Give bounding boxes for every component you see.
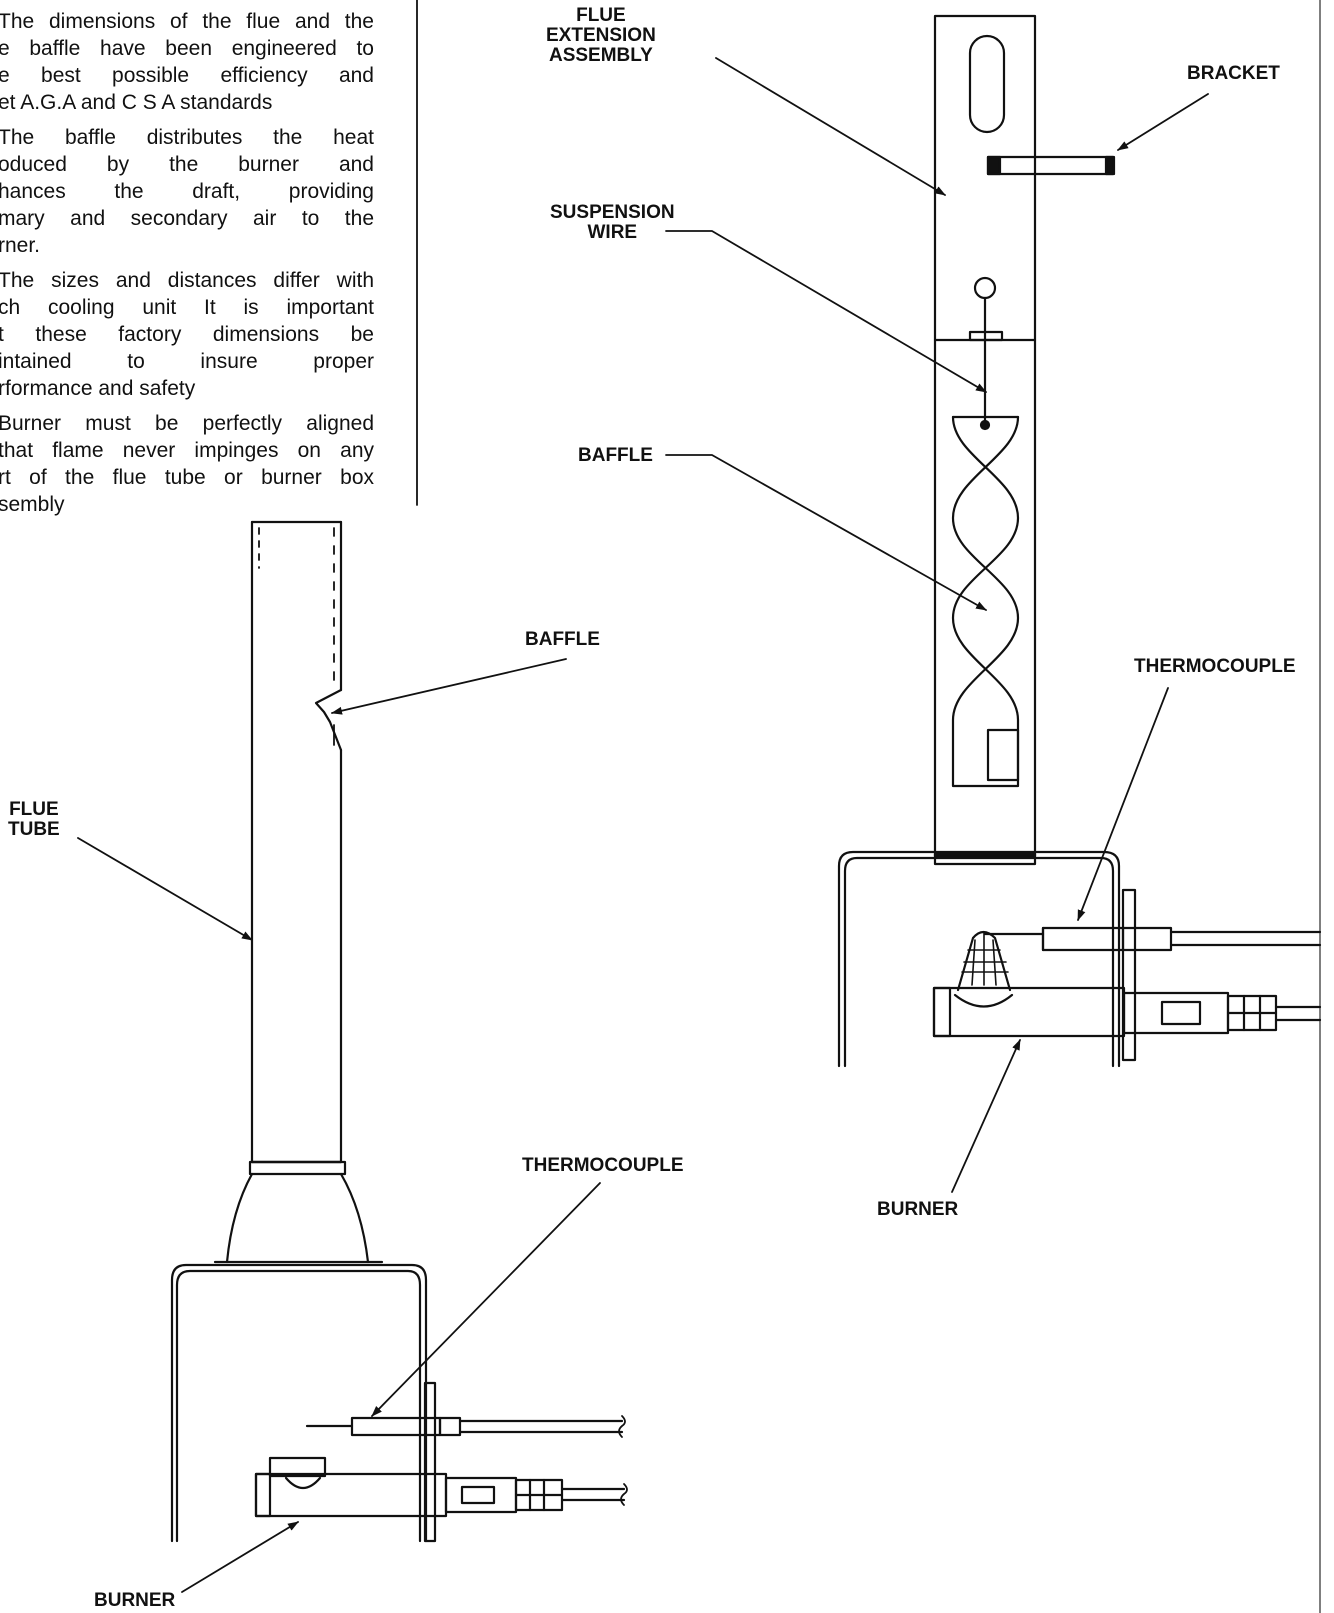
text-line: rformance and safety (0, 377, 196, 400)
label-left-flue-tube: FLUE TUBE (8, 800, 60, 840)
label-line: SUSPENSION (550, 202, 675, 223)
text-line: The sizes and distances differ with (0, 269, 374, 292)
label-right-bracket: BRACKET (1187, 63, 1280, 84)
right-bracket (986, 155, 1116, 176)
label-line: FLUE (576, 5, 626, 26)
text-line: e best possible efficiency and (0, 64, 374, 87)
leader-left-thermocouple (371, 1182, 601, 1417)
text-line: The dimensions of the flue and the (0, 10, 374, 33)
left-thermocouple (305, 1381, 626, 1543)
text-line: intained to insure proper (0, 350, 374, 373)
paragraph-3: The sizes and distances differ with ch c… (0, 267, 374, 402)
right-burner (932, 930, 1322, 1038)
paragraph-2: The baffle distributes the heat oduced b… (0, 124, 374, 259)
text-line: rt of the flue tube or burner box (0, 466, 374, 489)
leader-left-burner (181, 1521, 299, 1593)
text-line: oduced by the burner and (0, 153, 374, 176)
paragraph-1: The dimensions of the flue and the e baf… (0, 8, 374, 116)
text-line: ch cooling unit It is important (0, 296, 374, 319)
label-left-burner: BURNER (94, 1590, 176, 1611)
right-burner-box (837, 850, 1121, 1068)
text-line: t these factory dimensions be (0, 323, 374, 346)
text-line: mary and secondary air to the (0, 207, 374, 230)
label-right-flue-extension: FLUE EXTENSION ASSEMBLY (546, 6, 656, 66)
text-line: e baffle have been engineered to (0, 37, 374, 60)
leader-right-suspension-wire (665, 230, 987, 393)
leader-right-baffle (665, 454, 987, 611)
label-line: WIRE (587, 222, 638, 243)
label-right-baffle: BAFFLE (578, 445, 653, 466)
leader-right-thermocouple (1077, 687, 1169, 921)
text-line: sembly (0, 493, 65, 516)
text-line: Burner must be perfectly aligned (0, 412, 374, 435)
text-line: et A.G.A and C S A standards (0, 91, 273, 114)
label-line: FLUE (9, 799, 59, 820)
instructions-text: The dimensions of the flue and the e baf… (0, 8, 374, 518)
left-baffle (314, 688, 343, 752)
right-flue-extension (933, 14, 1037, 858)
label-right-thermocouple: THERMOCOUPLE (1134, 656, 1296, 677)
text-line: hances the draft, providing (0, 180, 374, 203)
right-suspension-wire (968, 276, 1004, 431)
text-line: The baffle distributes the heat (0, 126, 374, 149)
label-left-thermocouple: THERMOCOUPLE (522, 1155, 684, 1176)
leader-right-bracket (1117, 93, 1209, 151)
label-line: ASSEMBLY (548, 45, 653, 66)
leader-left-baffle (331, 658, 567, 715)
leader-right-flue-extension (715, 57, 946, 196)
paragraph-4: Burner must be perfectly aligned that fl… (0, 410, 374, 518)
text-line: rner. (0, 234, 41, 257)
left-burner (254, 1456, 628, 1518)
label-right-burner: BURNER (877, 1199, 959, 1220)
left-flue-cone (213, 1160, 384, 1264)
label-line: TUBE (8, 819, 60, 840)
left-burner-box (170, 1263, 428, 1543)
label-right-suspension-wire: SUSPENSION WIRE (550, 203, 675, 243)
leader-left-flue-tube (77, 837, 253, 941)
left-flue-tube (250, 520, 343, 1164)
right-thermocouple (983, 888, 1322, 1062)
text-line: that flame never impinges on any (0, 439, 374, 462)
label-left-baffle: BAFFLE (525, 629, 600, 650)
label-line: EXTENSION (546, 25, 656, 46)
right-baffle (951, 415, 1020, 788)
leader-right-burner (951, 1039, 1021, 1193)
